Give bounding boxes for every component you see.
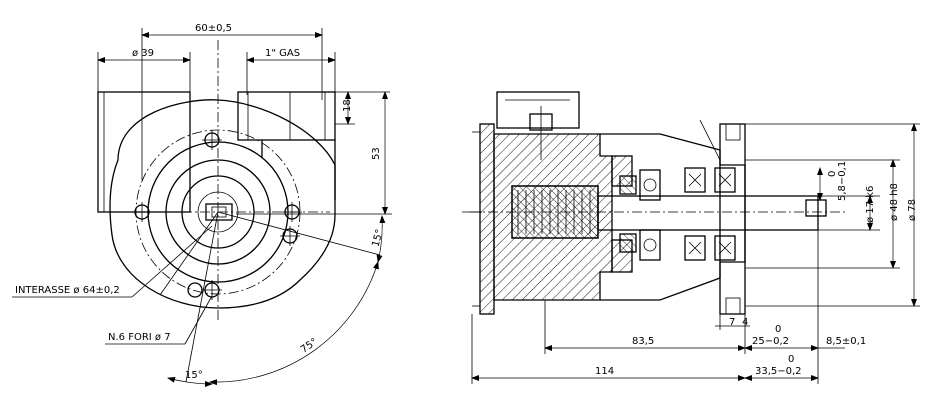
dim-18-label: 18 [342, 99, 353, 112]
dim-48-label: ø 48 h8 [889, 183, 900, 221]
dim-7-label: 7 [729, 317, 735, 328]
dim-gas-label: 1" GAS [265, 48, 300, 59]
dim-15-top-label: 15° [371, 228, 386, 248]
dim-8-5-label: 8,5±0,1 [826, 336, 866, 347]
dim-33-label: 33,5−0,2 [755, 366, 802, 377]
front-view: 60±0,5 ø 39 1" GAS 18 53 [12, 23, 392, 387]
dim-17-label: ø 17 k6 [865, 186, 876, 223]
dim-53-label: 53 [371, 147, 382, 160]
dim-5-8-top-label: 0 [827, 171, 838, 177]
fori-label: N.6 FORI ø 7 [108, 332, 171, 343]
bearing-crosses [688, 173, 732, 255]
interasse-label: INTERASSE ø 64±0,2 [15, 285, 120, 296]
dim-15-bottom-label: 15° [185, 370, 203, 381]
dim-25-top-label: 0 [775, 324, 781, 335]
dim-78-label: ø 78 [907, 199, 918, 221]
dim-39-label: ø 39 [132, 48, 154, 59]
section-view: ø 78 ø 48 h8 ø 17 k6 0 5,8−0,1 7 4 83,5 … [462, 91, 920, 384]
dim-75-label: 75° [299, 336, 320, 355]
dim-4-label: 4 [742, 317, 748, 328]
dim-60-label: 60±0,5 [195, 23, 232, 34]
dim-33-top-label: 0 [788, 354, 794, 365]
dim-5-8-label: 5,8−0,1 [837, 161, 848, 201]
dim-25-label: 25−0,2 [752, 336, 789, 347]
dim-83-label: 83,5 [632, 336, 654, 347]
dim-114-label: 114 [595, 366, 614, 377]
